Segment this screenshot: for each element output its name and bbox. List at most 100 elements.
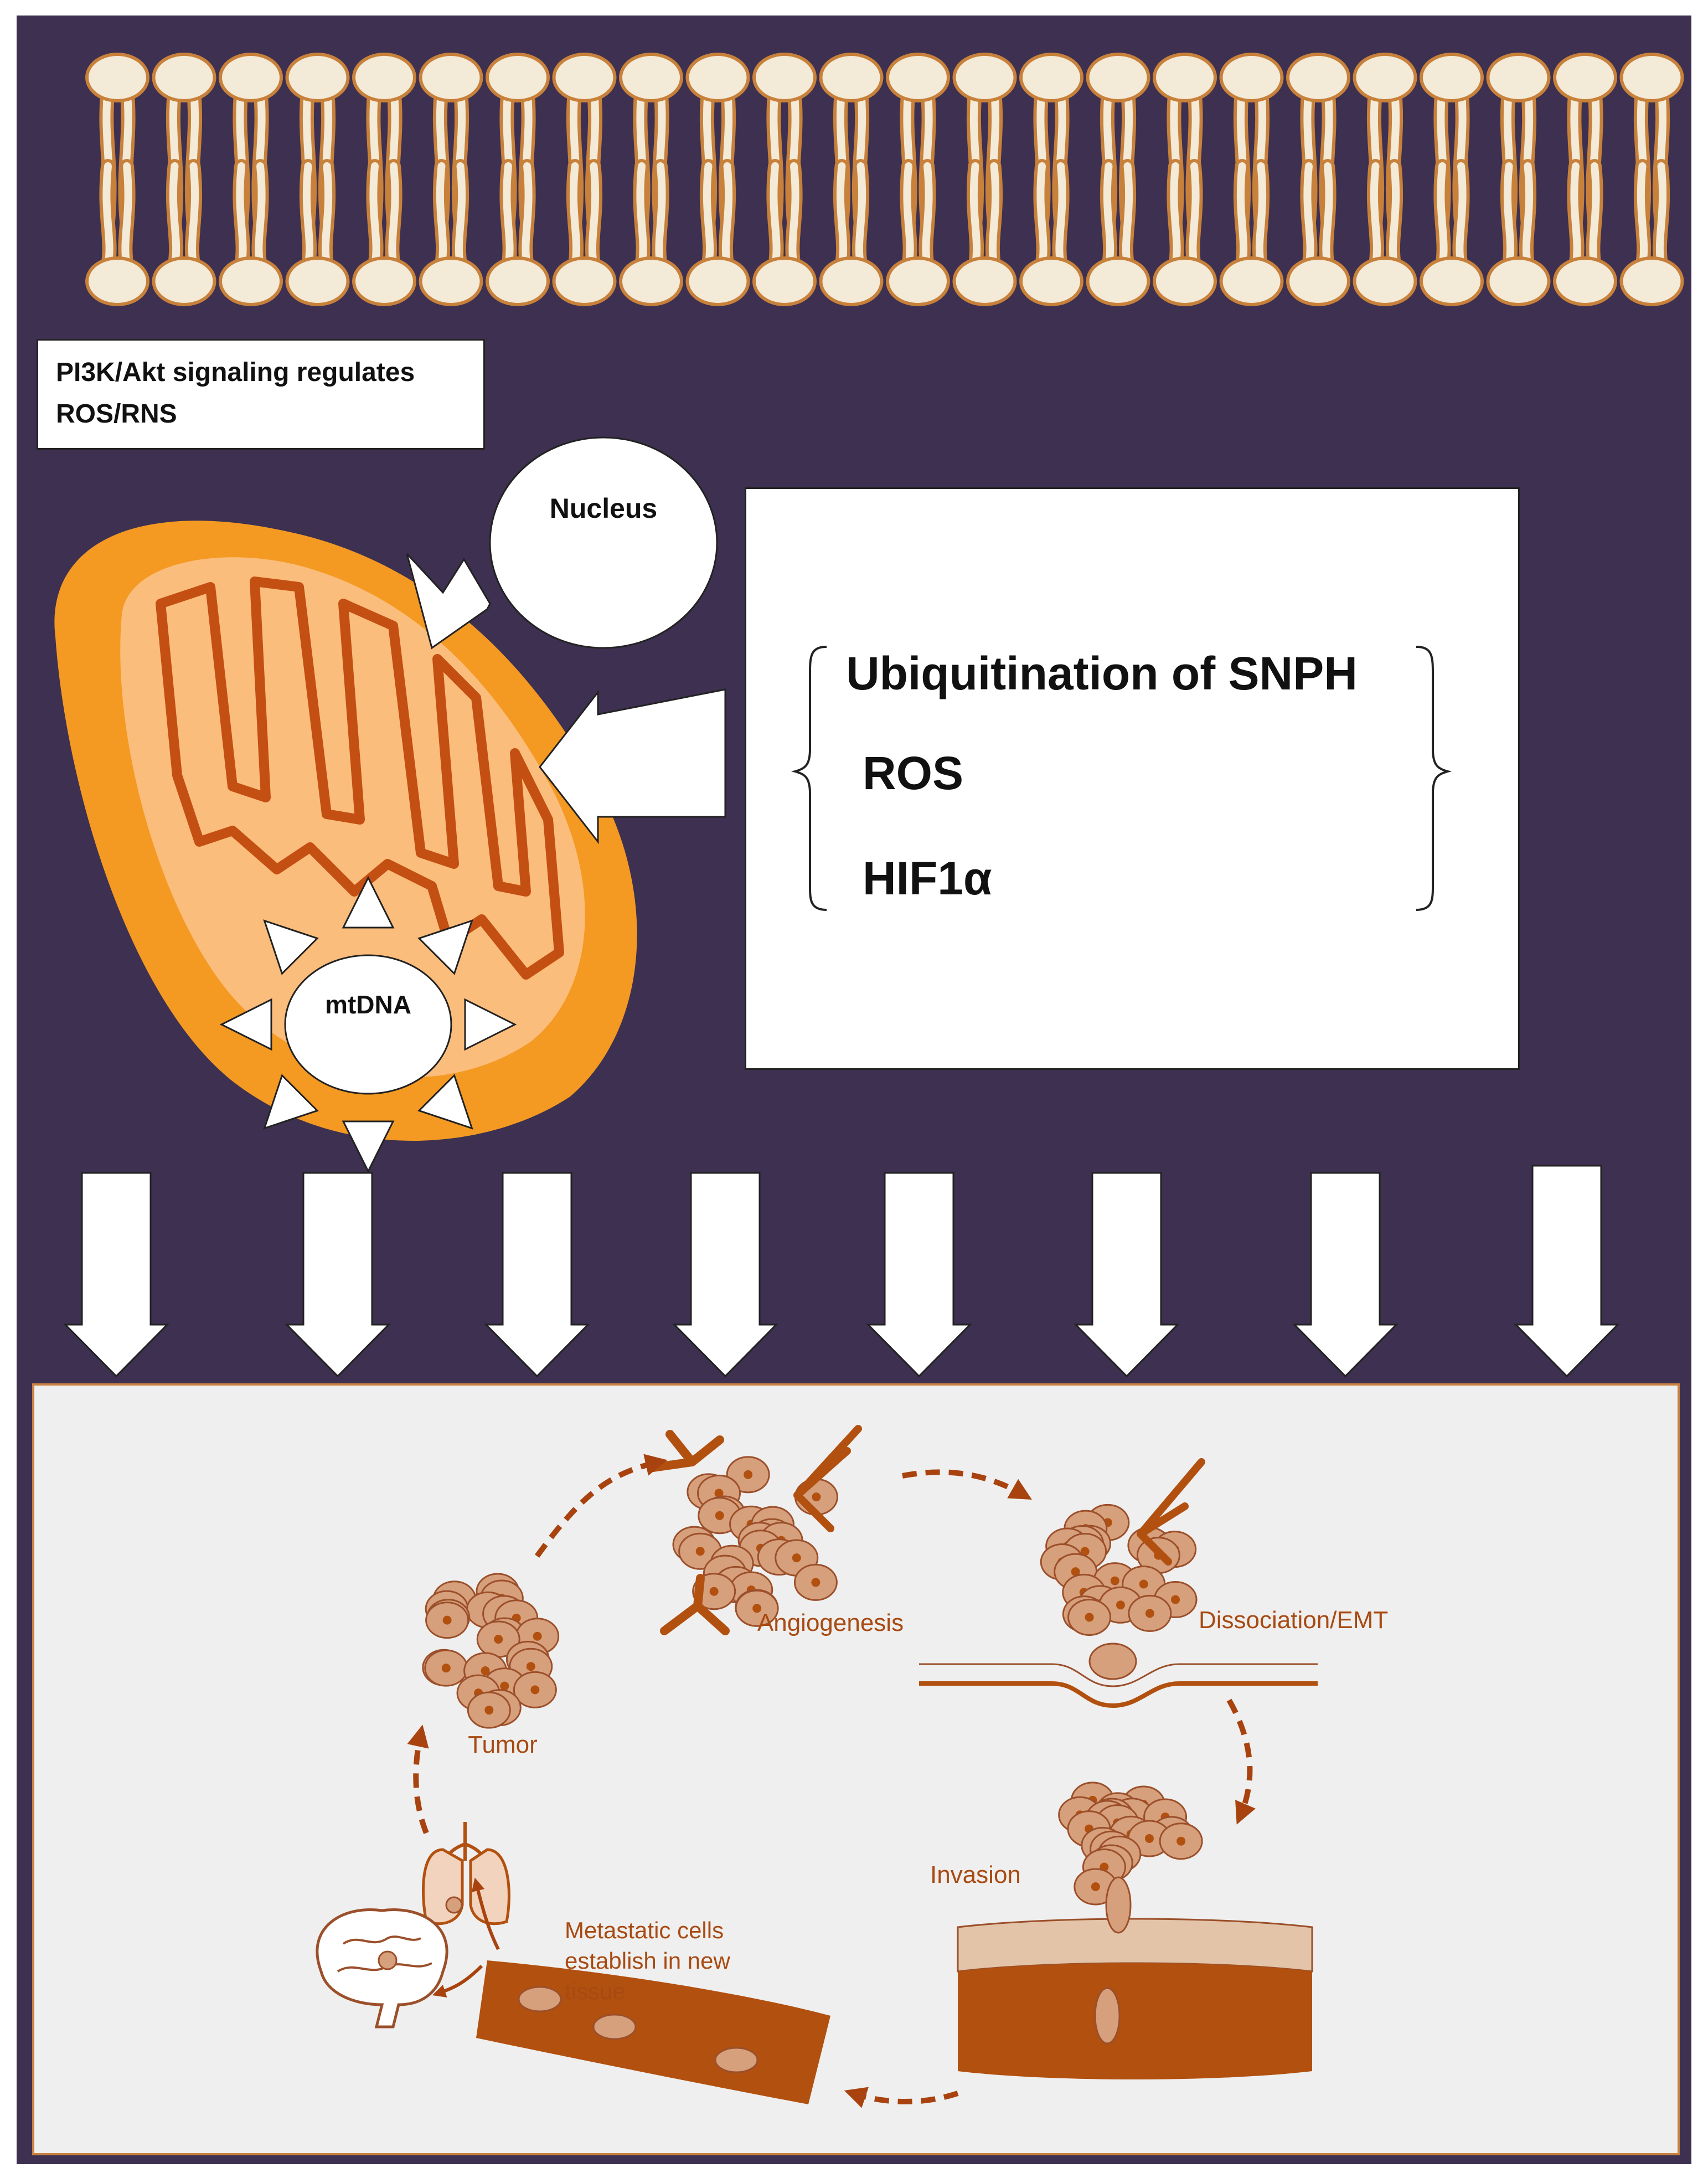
angiogenesis-vessels [649,1430,730,1635]
cell-nucleus [441,1664,451,1673]
cell-nucleus [530,1685,540,1695]
invasion-blood-vessel [958,1963,1312,2079]
down-arrow [1514,1165,1620,1378]
down-arrow [285,1172,391,1378]
mtdna-ray [417,919,473,975]
factor-hif1a: HIF1α [863,852,992,904]
phospholipid [1353,53,1417,306]
metastatic-label-line-1: Metastatic cells [565,1917,724,1943]
cell-nucleus [1091,1882,1100,1892]
metastatic-cell-1 [518,1986,562,2012]
mitochondrion [54,521,726,1141]
metastasis-panel [32,1383,1680,2155]
cell-nucleus [811,1578,821,1587]
phospholipid [886,53,950,306]
phospholipid [352,53,416,306]
cell-nucleus [744,1470,753,1479]
cell-nucleus [500,1681,509,1691]
downward-arrows [63,1165,1620,1378]
down-arrow [1074,1172,1180,1378]
phospholipid [1019,53,1083,306]
signaling-line-1: PI3K/Akt signaling regulates [56,358,415,387]
dissociation-label: Dissociation/EMT [1199,1607,1388,1634]
cell-nucleus [715,1511,724,1520]
endothelial-layer [919,1663,1318,1687]
phospholipid [219,53,283,306]
factors-braces [791,646,1452,911]
brain-icon [316,1908,448,2028]
phospholipid [1553,53,1617,306]
cell-nucleus [533,1631,542,1641]
down-arrow [1292,1172,1399,1378]
phospholipid [1420,53,1484,306]
angiogenesis-label: Angiogenesis [757,1609,904,1636]
dissociation-cell-cluster [1040,1504,1198,1636]
phospholipid [152,53,216,306]
cell-nucleus [1171,1595,1180,1604]
cell-nucleus [812,1492,821,1502]
circulating-cell [1094,1987,1121,2045]
invasion-cell-cluster [1058,1782,1203,1906]
cell-nucleus [752,1604,762,1613]
phospholipid [819,53,884,306]
phospholipid [85,53,149,306]
arrow-metastasis-to-tumor [407,1724,429,1834]
signaling-box: PI3K/Akt signaling regulates ROS/RNS [37,339,485,450]
factor-snph: Ubiquitination of SNPH [846,647,1358,699]
cell-nucleus [442,1615,452,1625]
down-arrow [484,1172,590,1378]
angiogenesis-vessel-branch [793,1425,862,1532]
cell-nucleus [1145,1609,1154,1618]
tumor-label: Tumor [468,1731,538,1758]
cell-nucleus [494,1635,503,1644]
phospholipid [752,53,817,306]
arrow-dissociation-to-invasion [1226,1698,1256,1825]
phospholipid [1486,53,1551,306]
cell-nucleus [1110,1576,1119,1585]
nucleus-to-mito-arrow [406,553,491,650]
arrow-vessel-to-brain [432,1964,483,1997]
nucleus-label: Nucleus [550,493,658,524]
factors-box: Ubiquitination of SNPH ROS HIF1α [745,487,1520,1070]
cell-nucleus [1176,1836,1186,1846]
arrow-invasion-to-vessel [844,2087,959,2108]
mtdna-ray [219,998,272,1051]
cell-nucleus [1116,1600,1125,1610]
mtdna-ray [342,1120,395,1173]
down-arrow [672,1172,778,1378]
phospholipid [952,53,1017,306]
down-arrow [866,1172,972,1378]
angiogenesis-cell-cluster [672,1456,838,1627]
factors-to-mito-arrow [539,688,726,845]
phospholipid [1286,53,1350,306]
tumor-cell-cluster [422,1573,560,1729]
cell-nucleus [792,1553,801,1563]
cell-nucleus [695,1547,705,1556]
lungs-icon [421,1822,510,1925]
mtdna-ray [417,1074,473,1130]
nucleus: Nucleus [489,436,718,649]
signaling-line-2: ROS/RNS [56,399,177,429]
phospholipid [419,53,483,306]
cell-nucleus [1071,1567,1080,1577]
down-arrow [63,1172,169,1378]
phospholipid [1219,53,1284,306]
nucleus-shape [489,436,718,649]
mitochondrion-cristae [156,576,564,980]
metastatic-label-line-3: tissue [565,1978,626,2004]
mtdna-shape [284,954,452,1095]
phospholipid [619,53,683,306]
phospholipid [1153,53,1217,306]
cell-nucleus [714,1489,724,1498]
metastatic-cell-3 [714,2047,758,2073]
metastasis-cycle: Tumor Angiogenesis Dissociation/EMT Inva… [316,1425,1388,2108]
arrow-vessel-to-lungs [471,1877,500,1950]
dissociated-cell [1088,1643,1137,1680]
cell-nucleus [481,1666,490,1675]
mtdna-ray [464,998,517,1051]
phospholipid [285,53,350,306]
metastatic-cell-2 [592,2014,637,2040]
phospholipid [1619,53,1684,306]
